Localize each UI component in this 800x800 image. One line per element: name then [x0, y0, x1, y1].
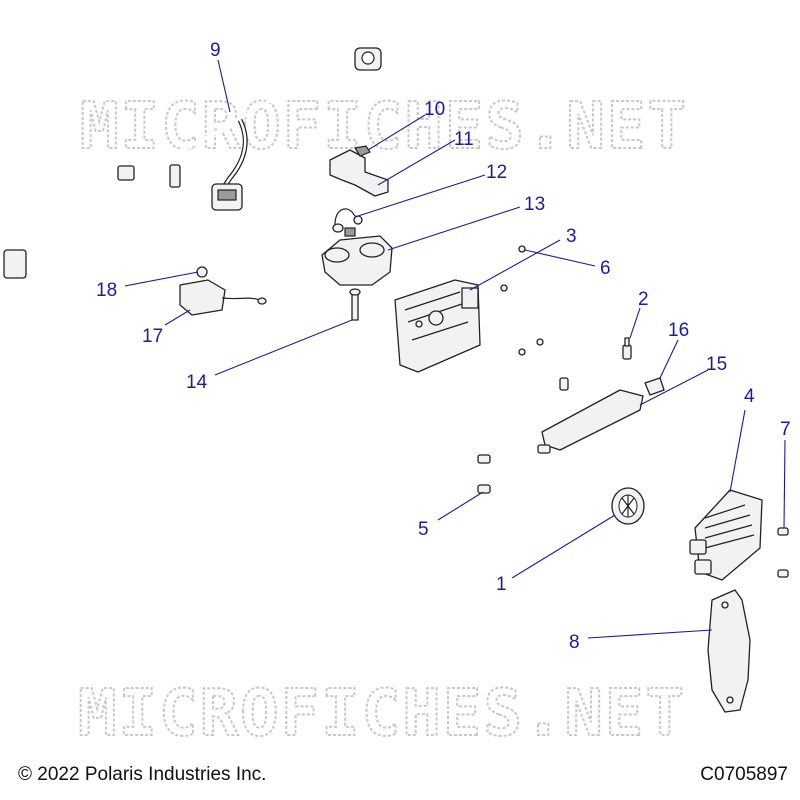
- callout-18: 18: [96, 280, 117, 301]
- part-relay-17: [179, 279, 267, 316]
- part-bolt-18: [196, 266, 208, 278]
- part-regulator-4: [689, 489, 763, 581]
- callout-6: 6: [600, 258, 611, 279]
- callout-16: 16: [668, 320, 689, 341]
- part-grommet-1: [611, 487, 645, 525]
- watermark-top: MICROFICHES.NET: [80, 90, 688, 164]
- part-screws-7: [777, 527, 789, 578]
- callout-4: 4: [744, 386, 755, 407]
- callout-17: 17: [142, 326, 163, 347]
- callout-1: 1: [496, 574, 507, 595]
- part-screws-6: [500, 245, 544, 356]
- leader-lines: [124, 59, 786, 639]
- part-bolts-5: [477, 454, 491, 494]
- callout-7: 7: [780, 419, 791, 440]
- callout-10: 10: [424, 99, 445, 120]
- copyright-text: © 2022 Polaris Industries Inc.: [18, 764, 267, 785]
- part-plate-15: [537, 377, 644, 454]
- diagram-code: C0705897: [700, 764, 788, 785]
- callout-14: 14: [186, 372, 208, 393]
- part-bolt-14: [349, 288, 361, 321]
- part-wiring-harness: [3, 47, 382, 279]
- watermark-bottom: MICROFICHES.NET: [78, 677, 686, 751]
- part-bracket-11: [329, 145, 389, 197]
- callout-13: 13: [524, 194, 545, 215]
- callout-labels: 9 10 11 12 13 3 6 2 16 15 4 7 5 1 8 14 1…: [96, 40, 791, 653]
- part-bracket-8: [707, 589, 751, 713]
- part-bolt-2: [622, 337, 632, 360]
- part-ignition-coil-13: [321, 227, 393, 286]
- callout-3: 3: [566, 226, 577, 247]
- callout-9: 9: [210, 40, 221, 61]
- part-ecu-3: [394, 279, 481, 373]
- part-clip-16: [644, 377, 665, 396]
- part-sensor-12: [332, 208, 363, 233]
- callout-8: 8: [569, 632, 580, 653]
- callout-5: 5: [418, 519, 429, 540]
- callout-2: 2: [638, 289, 649, 310]
- callout-12: 12: [486, 162, 507, 183]
- callout-15: 15: [706, 354, 727, 375]
- callout-11: 11: [454, 129, 474, 150]
